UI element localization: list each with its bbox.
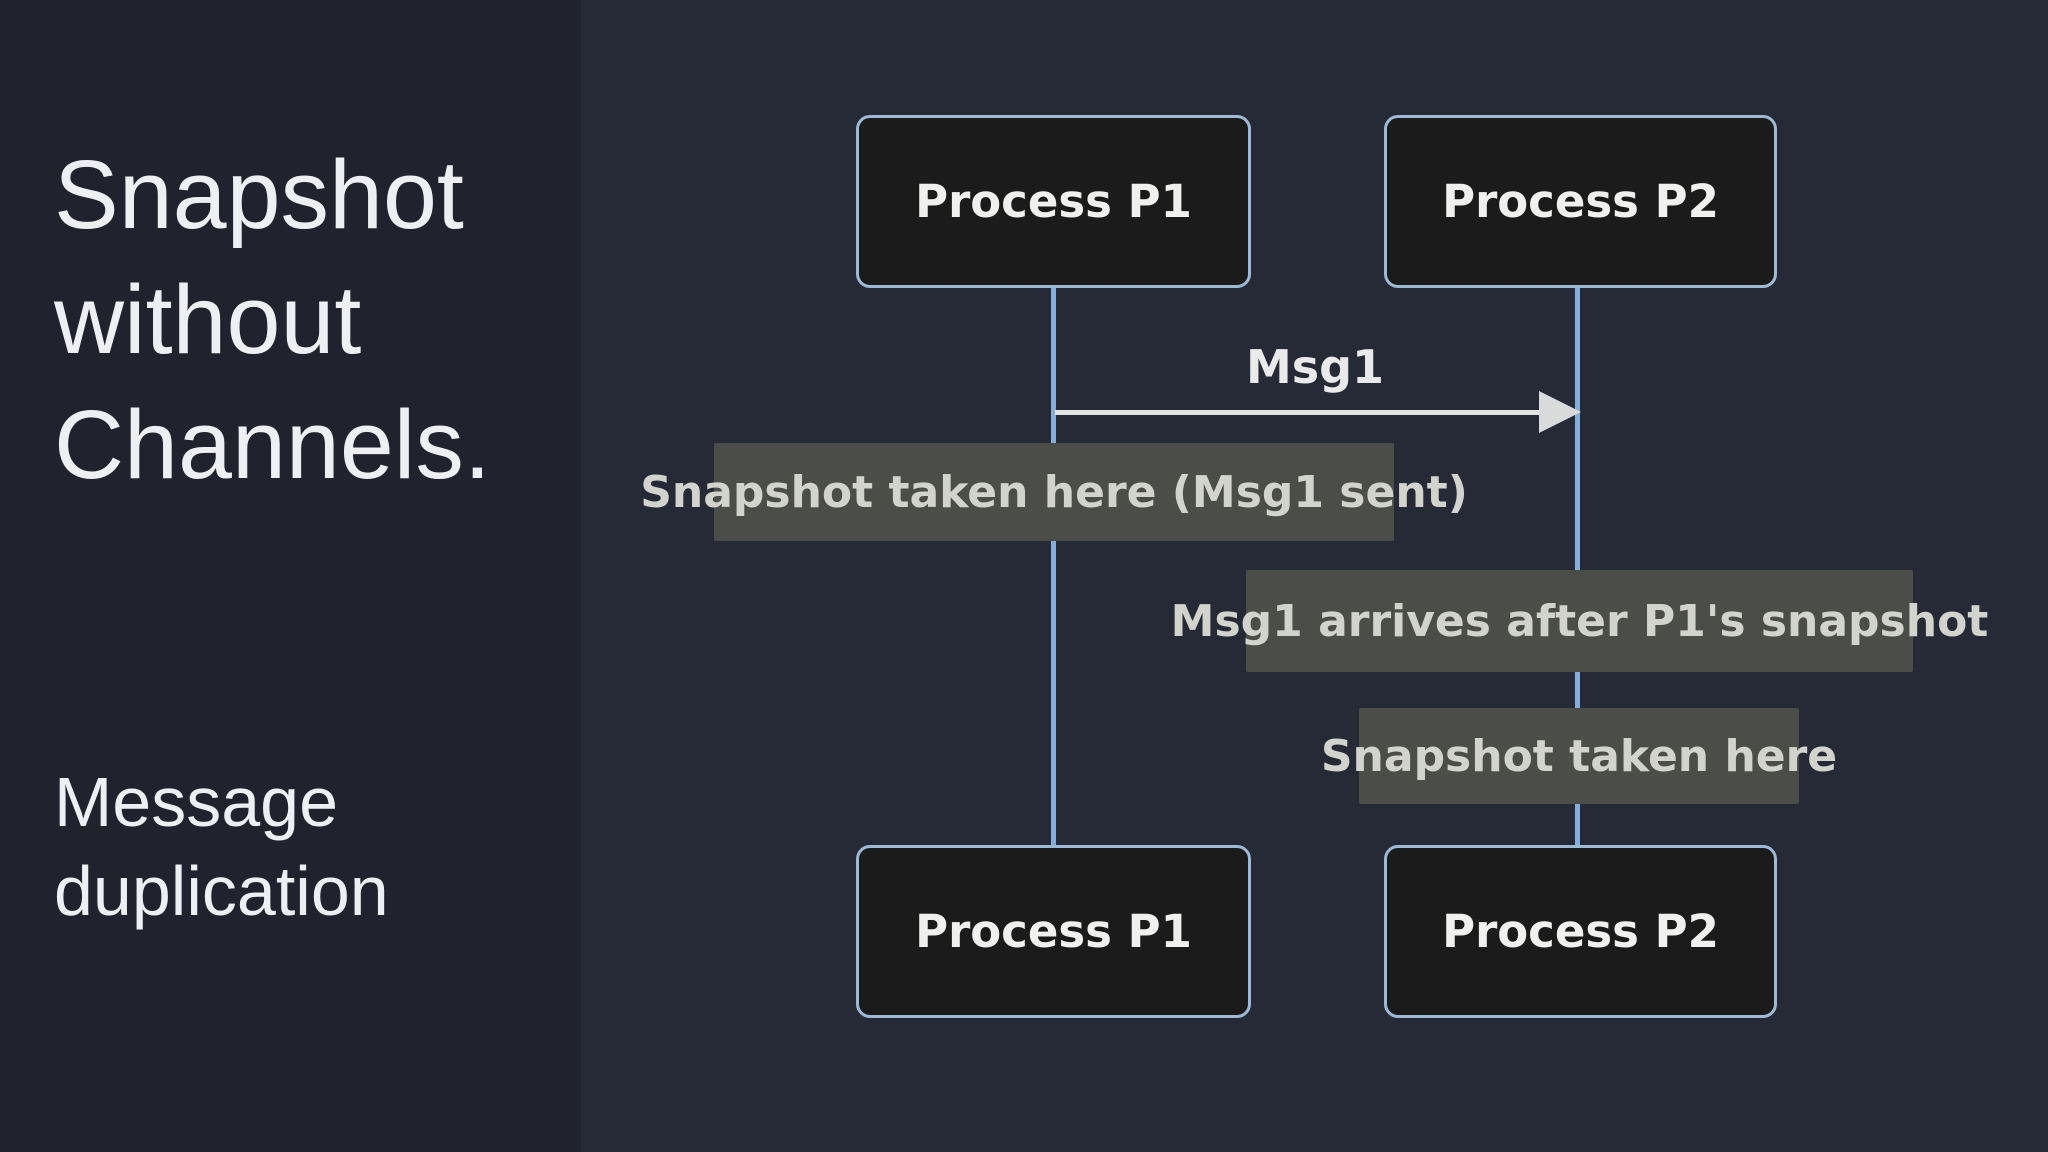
process-box-top-p2: Process P2 [1384, 115, 1777, 288]
annotation-p2-snapshot: Snapshot taken here [1321, 708, 1837, 804]
left-panel: Snapshot without Channels. Message dupli… [0, 0, 581, 1152]
msg1-arrow-line [1055, 410, 1541, 415]
process-box-top-p1: Process P1 [856, 115, 1251, 288]
slide-subtitle: Message duplication [54, 763, 389, 930]
p1-lifeline [1051, 288, 1056, 845]
process-box-bottom-p1: Process P1 [856, 845, 1251, 1018]
annotation-msg1-arrival: Msg1 arrives after P1's snapshot [1171, 570, 1988, 672]
msg1-label: Msg1 [1245, 340, 1385, 394]
slide-title: Snapshot without Channels. [54, 140, 491, 500]
p2-lifeline [1575, 288, 1580, 845]
msg1-arrow-head-icon [1539, 391, 1581, 433]
annotation-p1-snapshot: Snapshot taken here (Msg1 sent) [640, 443, 1468, 541]
process-box-bottom-p2: Process P2 [1384, 845, 1777, 1018]
